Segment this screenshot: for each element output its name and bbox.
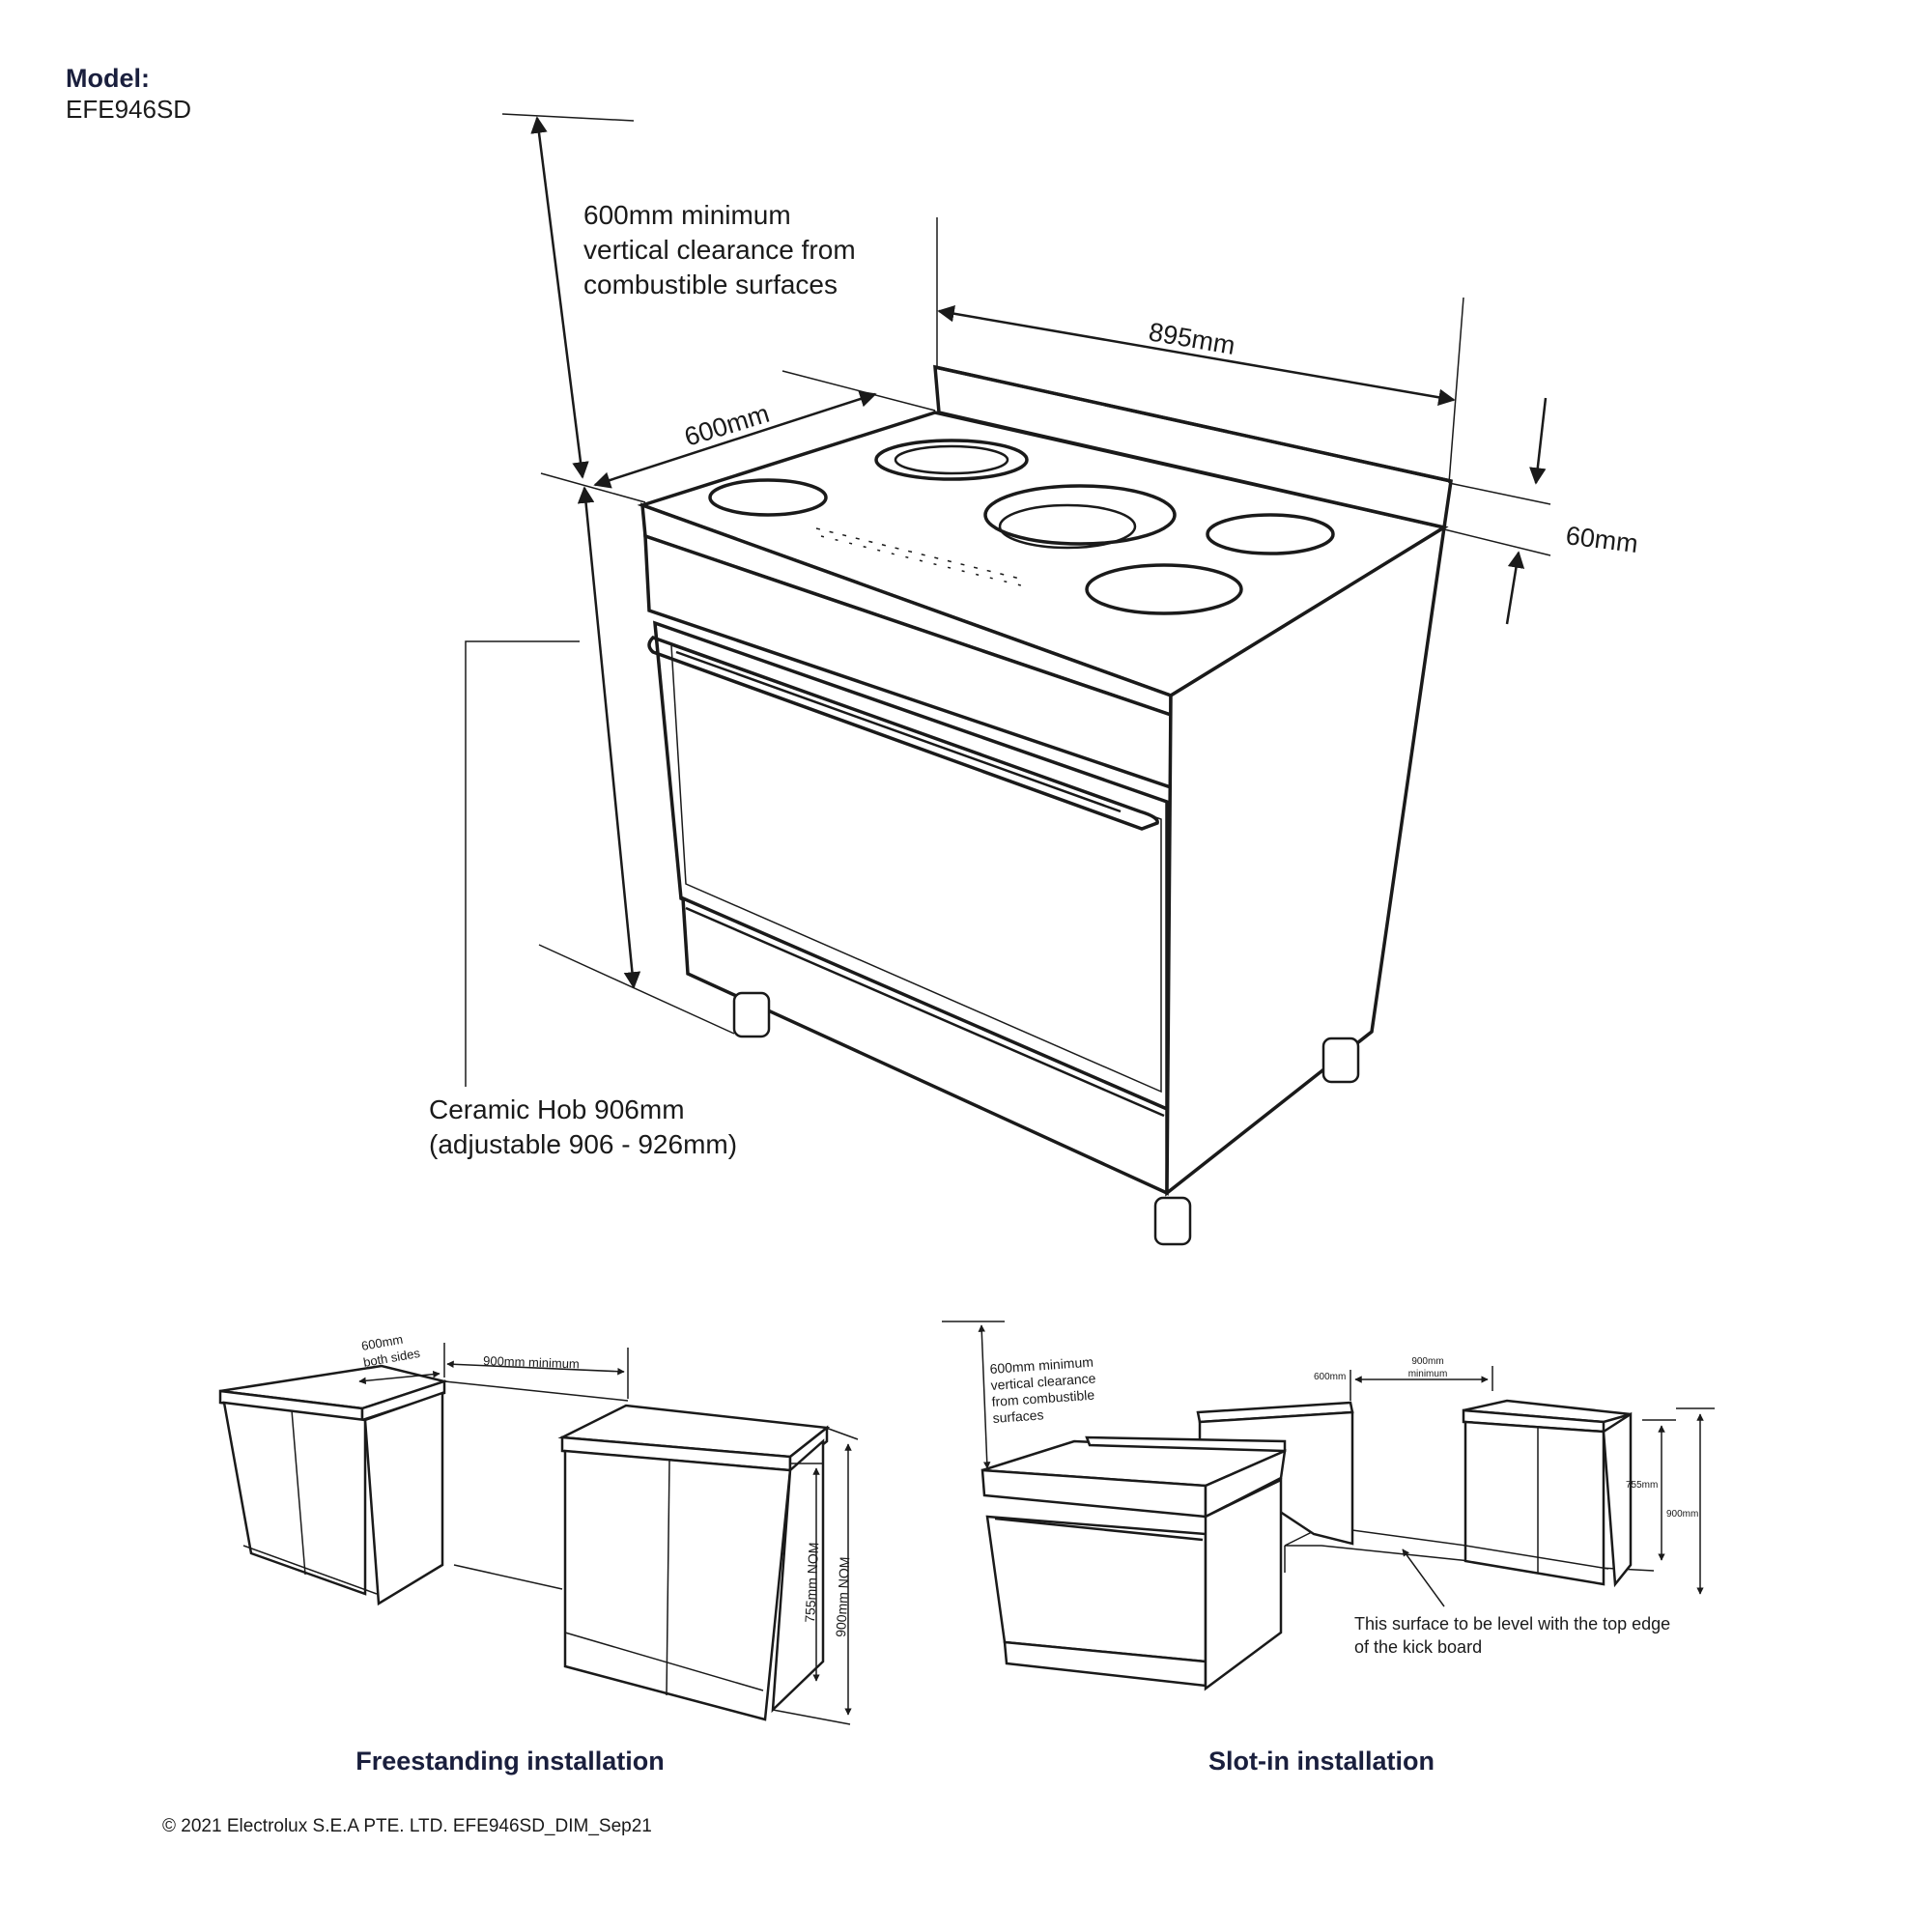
cooker-illustration xyxy=(637,364,1453,1246)
si-note-2: of the kick board xyxy=(1354,1637,1482,1657)
hob-height-text-1: Ceramic Hob 906mm xyxy=(429,1094,685,1124)
model-code: EFE946SD xyxy=(66,95,191,124)
model-label: Model: xyxy=(66,64,150,93)
si-clearance-3: from combustible xyxy=(991,1387,1095,1409)
cooker-feet xyxy=(732,991,1360,1246)
hob-height-text-2: (adjustable 906 - 926mm) xyxy=(429,1129,737,1159)
si-note-1: This surface to be level with the top ed… xyxy=(1354,1614,1670,1634)
si-bench-height: 755mm xyxy=(1626,1480,1658,1491)
si-clearance-2: vertical clearance xyxy=(990,1370,1096,1393)
fs-total-height: 900mm NOM xyxy=(833,1556,852,1637)
si-clearance-4: surfaces xyxy=(992,1406,1044,1426)
slot-in-caption: Slot-in installation xyxy=(1208,1747,1435,1776)
freestanding-caption: Freestanding installation xyxy=(355,1747,665,1776)
freestanding-illustration xyxy=(218,1343,859,1725)
si-min-width-1: 900mm xyxy=(1411,1356,1443,1367)
si-clearance-1: 600mm minimum xyxy=(989,1354,1094,1377)
fs-min-width: 900mm minimum xyxy=(483,1353,580,1371)
clearance-text-2: vertical clearance from xyxy=(583,235,856,265)
dimension-lines xyxy=(465,113,1551,1087)
si-side-gap: 600mm xyxy=(1314,1372,1346,1382)
clearance-text-1: 600mm minimum xyxy=(583,200,791,230)
copyright-text: © 2021 Electrolux S.E.A PTE. LTD. EFE946… xyxy=(162,1816,652,1836)
slot-in-illustration xyxy=(942,1321,1715,1691)
clearance-text-3: combustible surfaces xyxy=(583,270,838,299)
si-total-height: 900mm xyxy=(1666,1509,1698,1520)
control-panel-markings xyxy=(815,527,1030,588)
splashback-label: 60mm xyxy=(1564,521,1639,558)
fs-bench-height: 755mm NOM xyxy=(802,1542,821,1623)
fs-side-gap-1: 600mm xyxy=(360,1332,404,1353)
si-min-width-2: minimum xyxy=(1408,1369,1448,1379)
depth-label: 600mm xyxy=(681,399,773,452)
